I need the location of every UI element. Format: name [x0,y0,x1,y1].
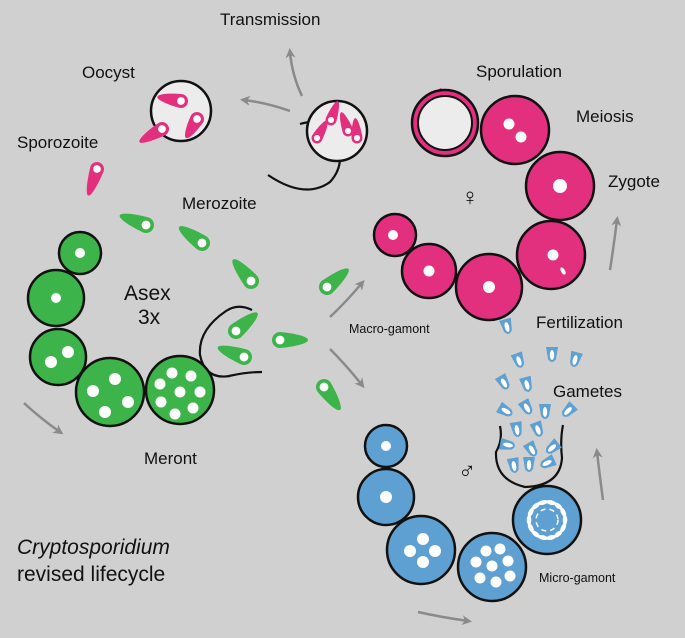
microgamete [519,375,532,392]
male-symbol: ♂ [458,458,476,485]
meront-label: Meront [144,449,197,468]
microgamete [527,523,534,533]
female-symbol: ♀ [461,184,479,211]
microgamete [562,515,568,525]
gametes-label: Gametes [553,382,622,401]
microgamete [510,351,525,368]
to-micro-gamont-arrow [329,348,365,389]
female-cycle [372,88,596,322]
microgamete [499,437,515,450]
merozoite [178,226,210,251]
merozoite [316,379,341,411]
microgamete [527,507,534,517]
microgamont-mature [511,484,583,556]
sporozoite [157,93,188,108]
microgamete [531,530,540,538]
merozoite [119,213,154,233]
macro-gamont-label: Macro-gamont [349,322,430,336]
microgamete [526,515,532,525]
microgamete [570,350,583,367]
zygote-arrow [608,216,622,271]
microgamete [509,421,522,437]
cycle-arrows [23,48,622,626]
microgamont-stage-3 [385,514,457,586]
microgametes [494,317,583,473]
merozoite [228,312,258,339]
meront-stage-4 [74,356,146,428]
title-organism: Cryptosporidium [17,536,170,559]
microgamete [496,401,513,417]
gamete-release-arrow [592,448,605,501]
microgamete [531,502,540,510]
microgamete [522,440,538,457]
microgamete [538,499,548,505]
microgamete [539,404,551,419]
microgamete [554,530,563,538]
oocyst-label: Oocyst [82,63,135,82]
sporozoite [325,101,340,126]
asex-label: Asex [124,282,171,305]
fertilization-label: Fertilization [536,313,623,332]
microgamete [499,317,512,334]
sporozoite [139,122,169,143]
to-oocyst-arrow [240,95,291,113]
to-macro-gamont-arrow [329,279,365,318]
microgamete [540,454,557,469]
microgamete [546,535,556,541]
merozoite [319,268,349,295]
meront-stage-3 [28,327,88,387]
micro-gamont-label: Micro-gamont [539,571,616,585]
microgamete [506,457,519,473]
sporozoite [86,162,104,196]
merozoite-label: Merozoite [182,194,257,213]
microgamete [546,499,556,505]
microgamete [538,535,548,541]
microgamete [517,398,533,415]
sporulating-oocyst [305,99,369,163]
merozoites [119,213,349,411]
zygote-label: Zygote [608,172,660,191]
microgamete [545,438,562,454]
sporozoite [351,118,363,144]
sporozoite [311,120,328,144]
sporozoite [339,112,354,137]
male-cycle [356,423,583,603]
microgamete [494,373,510,390]
meiosis-cell [479,94,551,166]
microgamete [554,502,563,510]
sporozoites [86,88,466,196]
asex-count-label: 3x [138,306,161,329]
microgamete [546,347,558,362]
microgamete [523,457,535,472]
asexual-cycle [26,230,216,428]
meiosis-label: Meiosis [576,107,634,126]
micro-cycle-arrow [417,610,472,626]
merozoite [272,332,308,348]
title-subtitle: revised lifecycle [17,563,166,586]
merozoite [232,259,259,289]
microgamete [562,401,578,417]
microgamete-ring [526,499,568,541]
sporozoite-label: Sporozoite [17,133,99,152]
microgamete [560,523,567,533]
sporozoite [184,112,204,139]
transmission-arrow [285,48,304,97]
merozoite [217,345,252,365]
microgamete [560,507,567,517]
gamete-host-membrane [494,424,565,489]
microgamete [529,420,544,437]
meront-cycle-arrow [23,402,64,435]
transmission-label: Transmission [220,10,321,29]
sporulation-label: Sporulation [476,62,563,81]
